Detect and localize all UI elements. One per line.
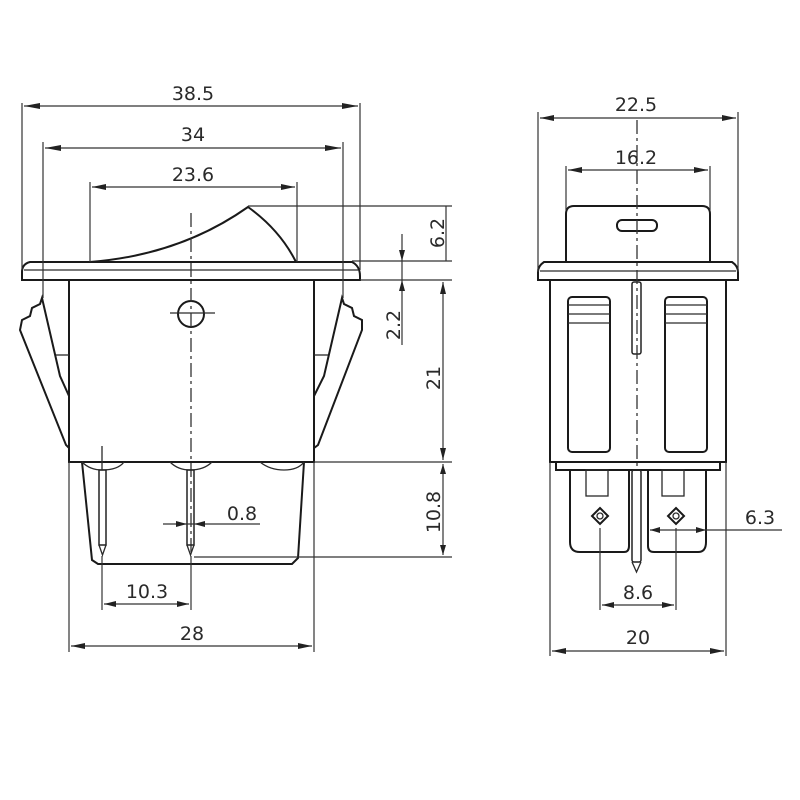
dim-body-height: 21 [423, 366, 445, 390]
dim-bezel-width: 34 [181, 124, 205, 146]
side-view [537, 120, 739, 574]
dim-bezel-thickness: 2.2 [383, 310, 405, 340]
dim-side-body-width: 20 [626, 627, 650, 649]
dim-body-width: 28 [180, 623, 204, 645]
terminal-pin-1 [98, 469, 107, 546]
side-body [549, 279, 727, 463]
dim-terminal-length: 10.8 [423, 491, 445, 533]
terminal-pin-2 [186, 469, 195, 546]
side-rocker [565, 205, 711, 262]
dim-terminal-width: 6.3 [745, 507, 775, 529]
terminal-tab-left [569, 470, 630, 553]
dim-terminal-spacing: 8.6 [623, 582, 653, 604]
terminal-base [81, 461, 305, 565]
dim-terminal-pitch: 10.3 [126, 581, 168, 603]
side-center-terminal [631, 469, 642, 563]
switch-body [68, 279, 315, 463]
dim-rocker-width: 23.6 [172, 164, 214, 186]
side-window-left [567, 296, 611, 453]
dim-terminal-thickness: 0.8 [227, 503, 257, 525]
front-dimensions: 38.5 34 23.6 6.2 2.2 21 [21, 83, 452, 652]
side-flange [537, 261, 739, 281]
rocker-actuator [89, 205, 297, 263]
right-snap-clip [313, 294, 363, 450]
side-window-right [664, 296, 708, 453]
dim-side-rocker-width: 16.2 [615, 147, 657, 169]
side-dimensions: 22.5 16.2 6.3 8.6 20 [537, 94, 782, 656]
side-center-pin [631, 281, 642, 355]
dim-rocker-height: 6.2 [427, 218, 449, 248]
left-snap-clip [18, 294, 70, 451]
dim-side-overall-width: 22.5 [615, 94, 657, 116]
terminal-tab-right [647, 470, 707, 553]
front-view [18, 205, 363, 565]
dim-overall-width: 38.5 [172, 83, 214, 105]
